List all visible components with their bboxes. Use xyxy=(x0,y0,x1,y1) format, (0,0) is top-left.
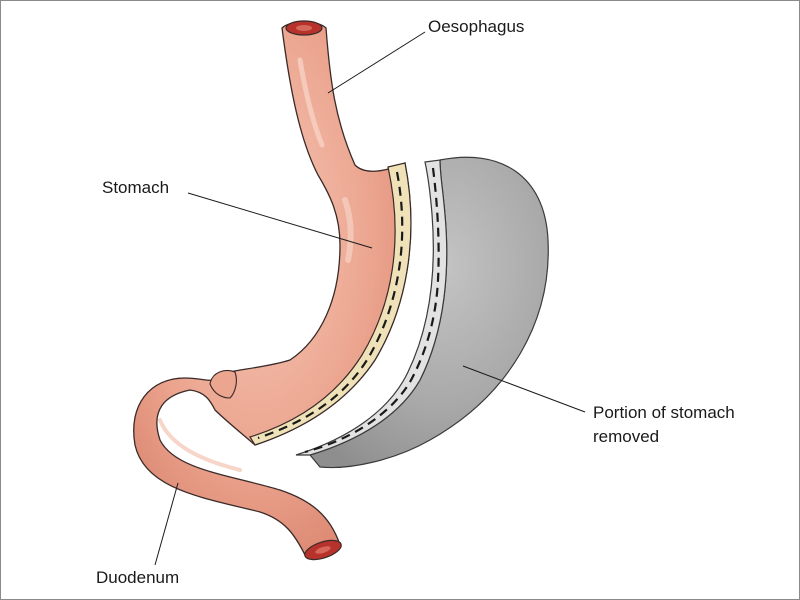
oesophagus-leader xyxy=(327,31,426,94)
label-duodenum: Duodenum xyxy=(96,568,179,587)
remaining-staple-line xyxy=(257,171,404,440)
stomach-leader xyxy=(187,192,373,249)
label-portion-line1: Portion of stomach xyxy=(593,403,735,422)
remaining-stomach xyxy=(133,20,412,561)
remaining-staple-band xyxy=(249,162,412,446)
portion-leader xyxy=(462,365,586,413)
duodenum-leader xyxy=(154,482,179,566)
label-stomach: Stomach xyxy=(102,178,169,197)
removed-staple-line xyxy=(304,167,440,454)
removed-stomach-portion xyxy=(295,156,549,469)
label-portion-line2: removed xyxy=(593,427,659,446)
removed-staple-band xyxy=(295,159,448,456)
label-oesophagus: Oesophagus xyxy=(428,17,524,36)
